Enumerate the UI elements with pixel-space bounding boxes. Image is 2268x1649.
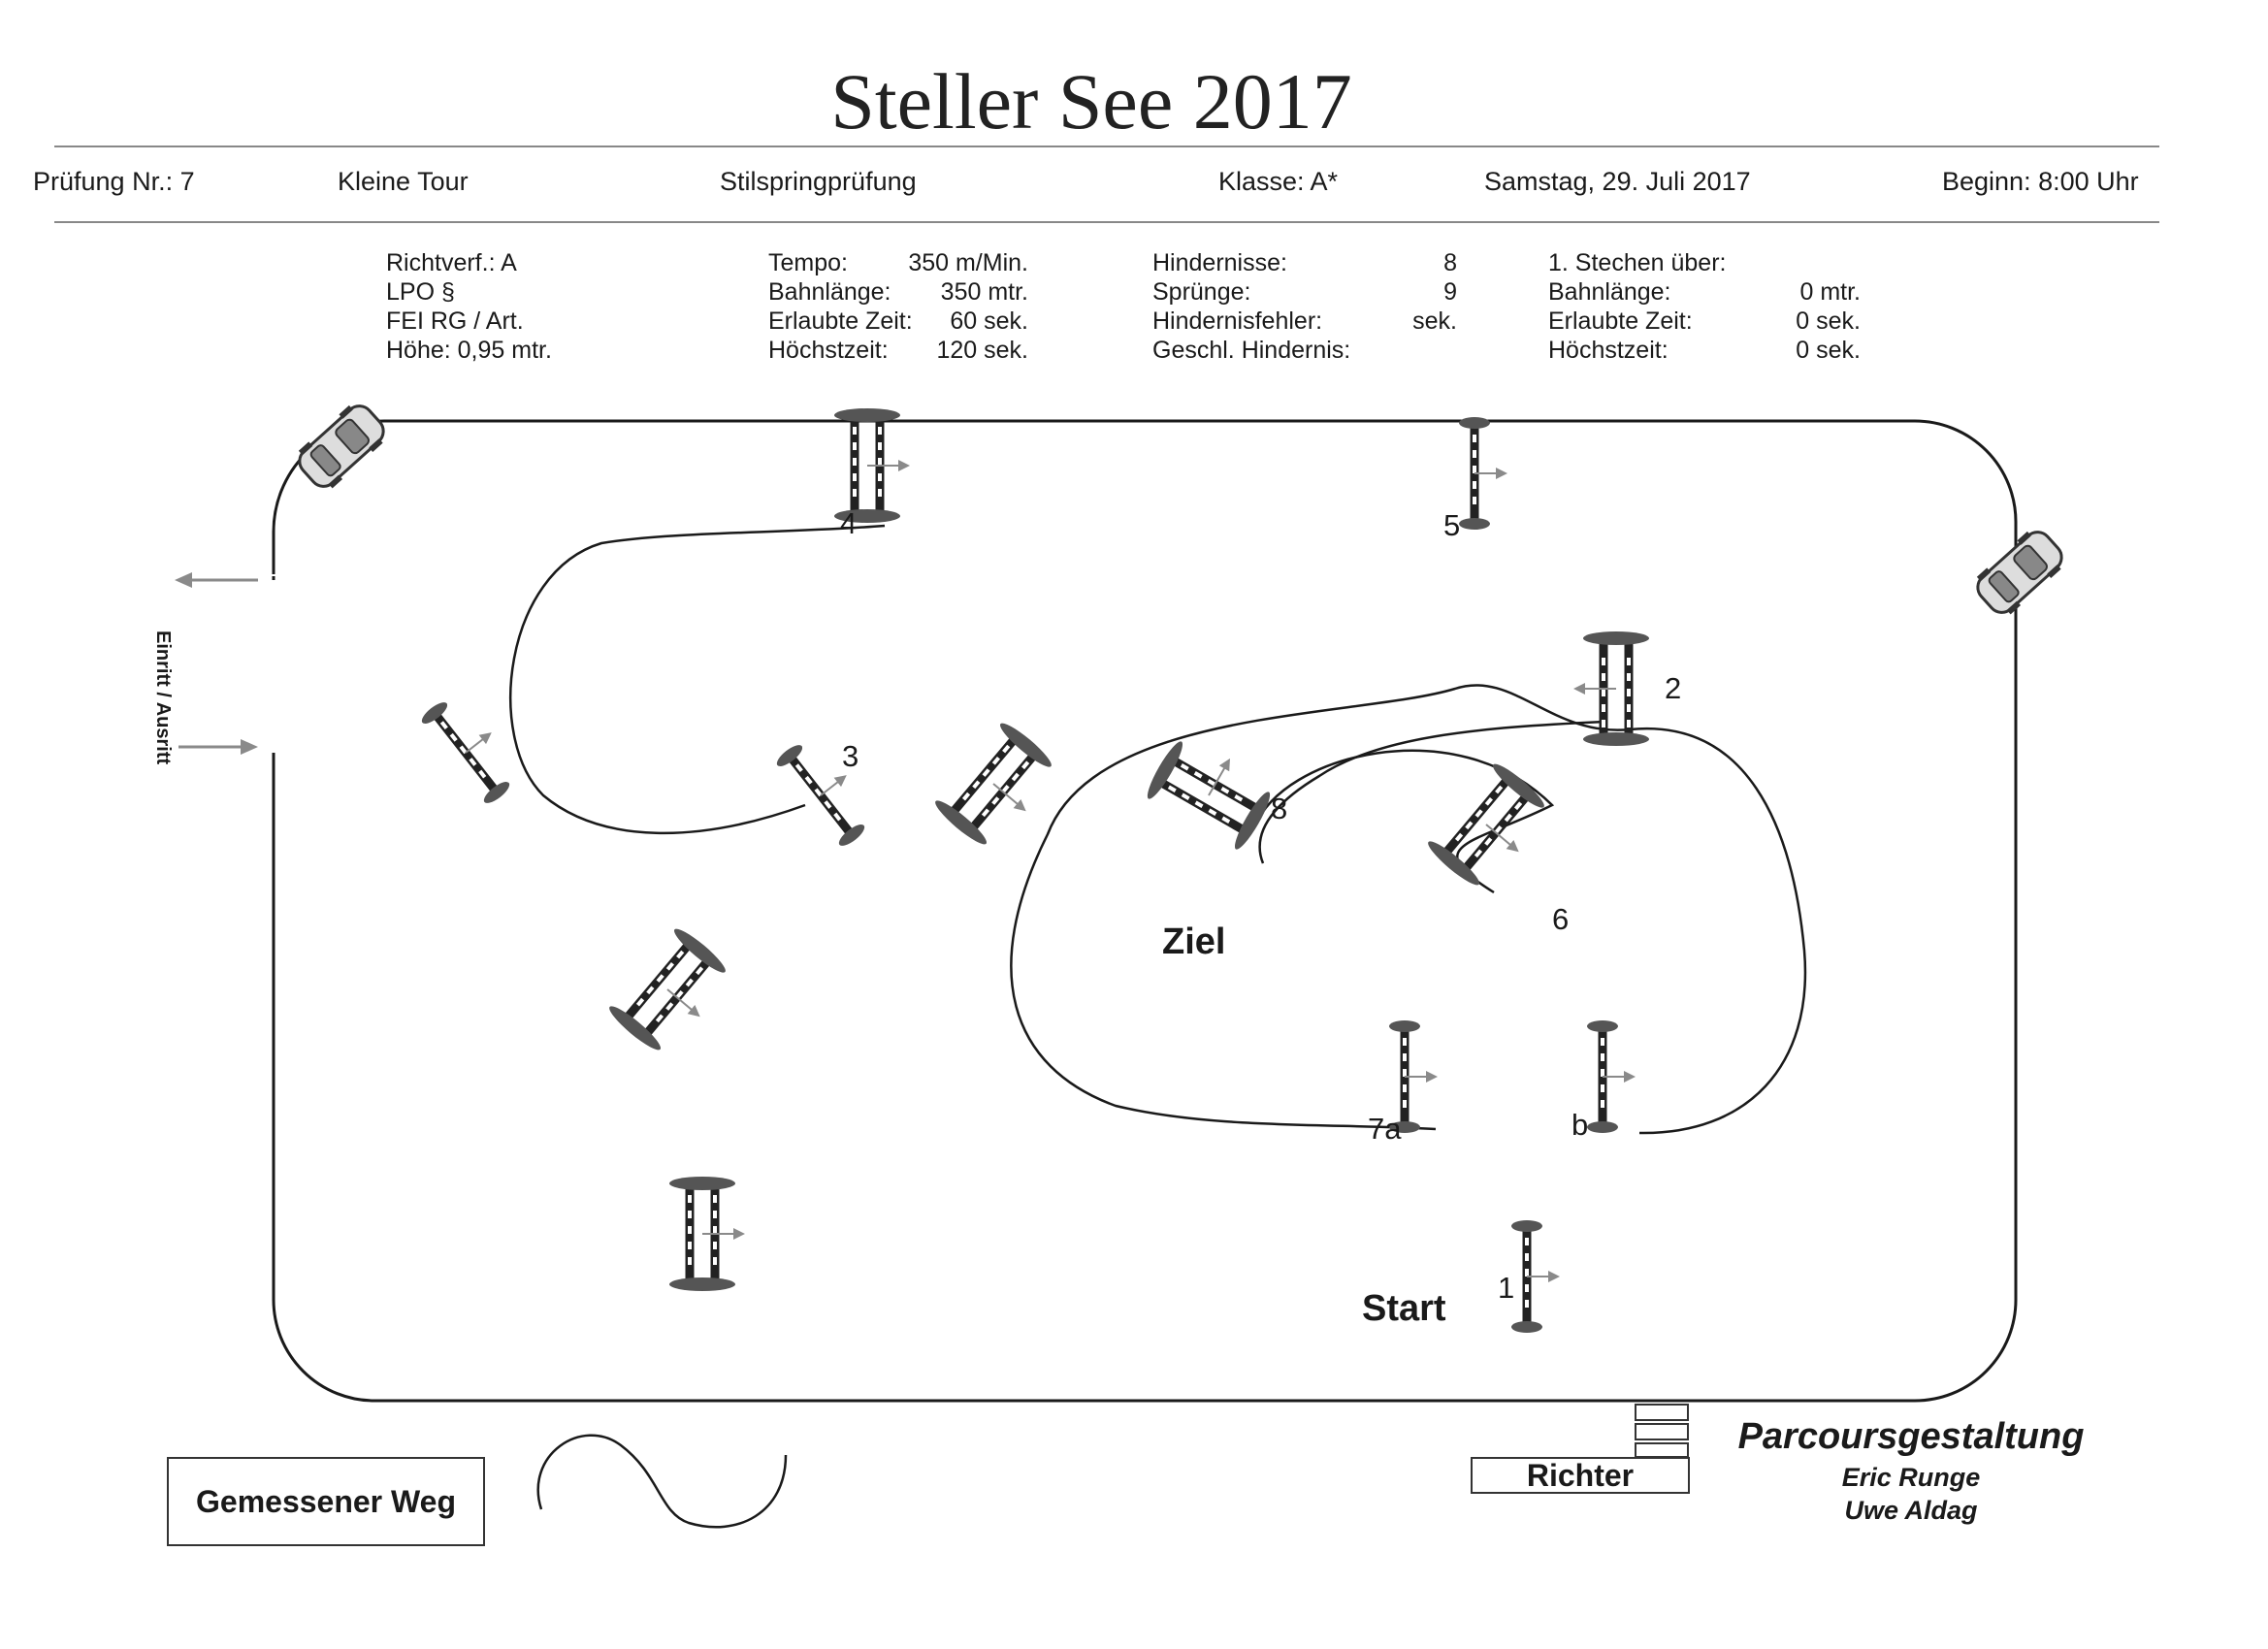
finish-label: Ziel bbox=[1162, 922, 1226, 962]
start-time: Beginn: 8:00 Uhr bbox=[1942, 167, 2139, 196]
info-value: sek. bbox=[1412, 307, 1457, 335]
info-value: 8 bbox=[1443, 249, 1457, 276]
date-label: Samstag, 29. Juli 2017 bbox=[1484, 167, 1751, 196]
fence-5 bbox=[1459, 417, 1507, 530]
fence-7b bbox=[1587, 1020, 1636, 1133]
fence-number-1: 1 bbox=[1498, 1271, 1515, 1305]
jumpoff-column: 1. Stechen über: Bahnlänge: 0 mtr. Erlaub… bbox=[1548, 248, 1861, 365]
info-key: 1. Stechen über: bbox=[1548, 249, 1727, 276]
judge-stairs bbox=[1635, 1404, 1689, 1421]
info-key: Erlaubte Zeit: bbox=[1548, 307, 1693, 335]
fence-number-5: 5 bbox=[1443, 508, 1461, 542]
info-value: 350 mtr. bbox=[940, 278, 1028, 306]
rules-line: LPO § bbox=[386, 278, 455, 306]
fence-number-2: 2 bbox=[1665, 671, 1682, 705]
fence-number-8: 8 bbox=[1271, 792, 1288, 825]
measured-route bbox=[1253, 749, 1555, 894]
info-key: Geschl. Hindernis: bbox=[1152, 337, 1351, 364]
legend-box: Gemessener Weg bbox=[167, 1457, 485, 1546]
info-value: 0 sek. bbox=[1796, 337, 1861, 364]
fence-unnumbered-center bbox=[931, 719, 1063, 856]
info-key: Höchstzeit: bbox=[768, 337, 889, 364]
info-value: 60 sek. bbox=[950, 307, 1028, 335]
header-rule-top bbox=[54, 146, 2159, 147]
arena-border bbox=[272, 419, 2018, 1403]
info-key: Sprünge: bbox=[1152, 278, 1251, 306]
tempo-column: Tempo: 350 m/Min. Bahnlänge: 350 mtr. Erla… bbox=[768, 248, 1028, 365]
fence-number-7b: b bbox=[1571, 1108, 1589, 1142]
rules-line: Höhe: 0,95 mtr. bbox=[386, 337, 552, 364]
measured-route bbox=[1258, 720, 1605, 864]
fence-8 bbox=[1143, 729, 1280, 853]
entry-arrow bbox=[178, 739, 258, 755]
fence-number-3: 3 bbox=[842, 739, 859, 773]
info-key: Höchstzeit: bbox=[1548, 337, 1669, 364]
legend-label: Gemessener Weg bbox=[196, 1483, 456, 1519]
fence-unnumbered-lower-left bbox=[605, 924, 737, 1061]
fence-number-4: 4 bbox=[840, 506, 858, 540]
judge-stairs bbox=[1635, 1423, 1689, 1440]
info-key: Tempo: bbox=[768, 249, 848, 276]
credits-heading: Parcoursgestaltung bbox=[1737, 1416, 2085, 1457]
info-value: 120 sek. bbox=[936, 337, 1028, 364]
legend-route-sample bbox=[536, 1434, 788, 1529]
measured-route bbox=[509, 524, 886, 835]
info-value: 350 m/Min. bbox=[908, 249, 1028, 276]
class-label: Klasse: A* bbox=[1218, 167, 1339, 196]
entrance-label: Einritt / Ausritt bbox=[152, 630, 174, 765]
info-value: 0 mtr. bbox=[1799, 278, 1861, 306]
fence-number-7a: 7a bbox=[1368, 1112, 1402, 1146]
fence-unnumbered-bottom bbox=[669, 1177, 745, 1291]
judge-box: Richter bbox=[1471, 1457, 1690, 1494]
info-key: Hindernisse: bbox=[1152, 249, 1287, 276]
info-value: 9 bbox=[1443, 278, 1457, 306]
car-icon bbox=[289, 396, 394, 497]
rules-line: Richtverf.: A bbox=[386, 249, 517, 276]
credits-name: Uwe Aldag bbox=[1844, 1496, 1978, 1525]
page-title: Steller See 2017 bbox=[830, 57, 1352, 146]
measured-route bbox=[1010, 684, 1807, 1135]
info-key: Hindernisfehler: bbox=[1152, 307, 1323, 335]
pruefung-number: Prüfung Nr.: 7 bbox=[33, 167, 195, 196]
fence-1 bbox=[1511, 1220, 1560, 1333]
info-key: Bahnlänge: bbox=[768, 278, 891, 306]
fence-number-6: 6 bbox=[1552, 902, 1570, 936]
start-label: Start bbox=[1362, 1288, 1446, 1329]
car-icon bbox=[1967, 522, 2072, 623]
entrance-gap bbox=[268, 580, 279, 753]
credits-name: Eric Runge bbox=[1841, 1463, 1981, 1492]
rules-column: Richtverf.: A LPO § FEI RG / Art. Höhe: … bbox=[386, 248, 638, 365]
header-rule-bottom bbox=[54, 221, 2159, 223]
judge-stairs bbox=[1635, 1442, 1689, 1458]
fence-3 bbox=[774, 730, 882, 849]
info-key: Erlaubte Zeit: bbox=[768, 307, 913, 335]
exit-arrow bbox=[175, 572, 258, 588]
rules-line: FEI RG / Art. bbox=[386, 307, 524, 335]
tour-name: Kleine Tour bbox=[338, 167, 469, 196]
fence-6 bbox=[1424, 760, 1556, 896]
obstacles-column: Hindernisse: 8 Sprünge: 9 Hindernisfehler:… bbox=[1152, 248, 1457, 365]
info-value: 0 sek. bbox=[1796, 307, 1861, 335]
info-key: Bahnlänge: bbox=[1548, 278, 1671, 306]
competition-type: Stilspringprüfung bbox=[720, 167, 917, 196]
